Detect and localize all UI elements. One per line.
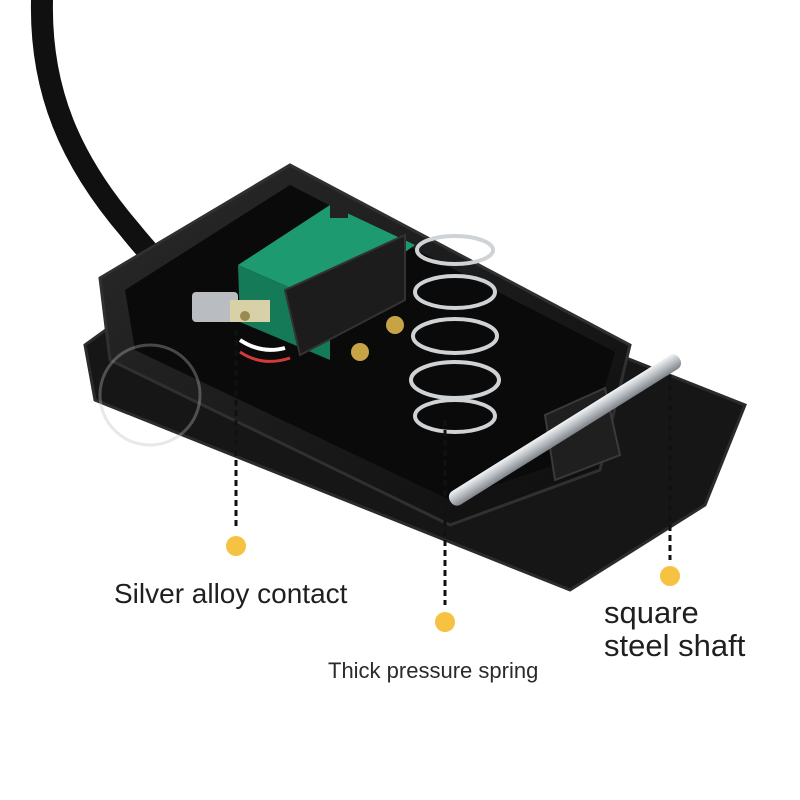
screw — [351, 343, 369, 361]
switch-holder — [283, 233, 406, 357]
watermark-logo — [98, 343, 202, 447]
microswitch-body — [238, 205, 415, 305]
screw — [386, 316, 404, 334]
label-shaft-line-1: square — [604, 595, 699, 630]
silver-contact — [192, 292, 291, 363]
callout-dot-contact — [226, 536, 246, 556]
label-thick-pressure-spring: Thick pressure spring — [328, 658, 539, 683]
microswitch-plunger — [330, 200, 348, 218]
callout-dot-shaft — [660, 566, 680, 586]
label-silver-alloy-contact: Silver alloy contact — [114, 578, 348, 609]
callout-dot-spring — [435, 612, 455, 632]
steel-shaft — [448, 354, 682, 506]
label-square-steel-shaft: square steel shaft — [604, 596, 745, 662]
pressure-spring — [409, 234, 501, 434]
label-shaft-line-2: steel shaft — [604, 628, 746, 663]
